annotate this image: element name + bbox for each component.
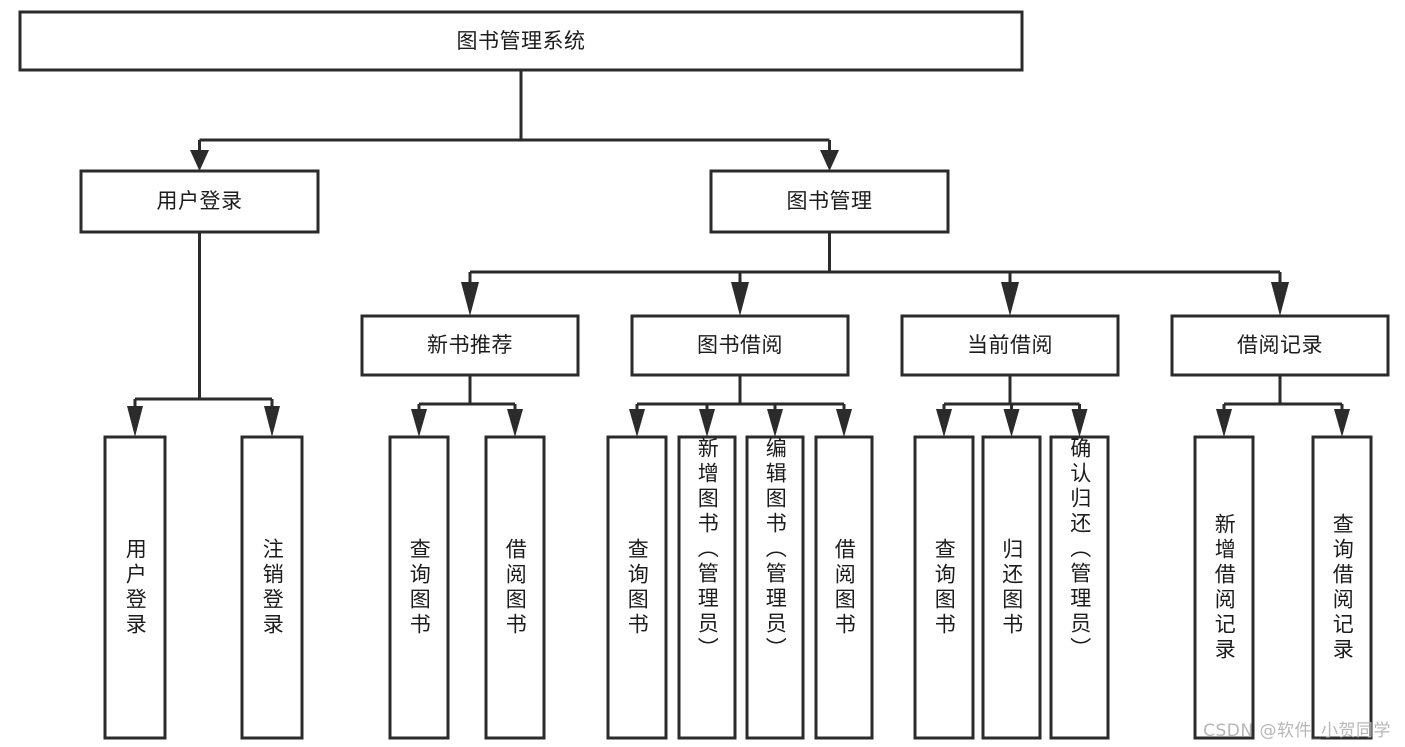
arrow-bookborrow-to-leaf2: [699, 409, 715, 437]
edges-layer: [127, 70, 1350, 437]
arrow-bookmanage-to-bookborrow: [731, 282, 749, 316]
node-current-borrow-label: 当前借阅: [967, 333, 1053, 357]
arrow-borrowrecord-to-leaf2: [1334, 409, 1350, 437]
node-book-manage[interactable]: 图书管理: [709, 169, 950, 234]
node-book-borrow-label: 图书借阅: [697, 333, 783, 357]
node-root[interactable]: 图书管理系统: [18, 10, 1024, 72]
arrow-currentborrow-to-leaf3: [1071, 409, 1088, 437]
node-leaf-add-book[interactable]: [677, 435, 737, 740]
arrow-userlogin-to-leaf2: [264, 406, 280, 437]
arrow-bookmanage-to-currentborrow: [1001, 282, 1019, 316]
node-leaf-logout[interactable]: [240, 435, 304, 740]
node-leaf-add-record[interactable]: [1193, 435, 1255, 740]
node-leaf-borrow-book-1[interactable]: [484, 435, 546, 740]
node-borrow-record-label: 借阅记录: [1237, 333, 1323, 357]
arrow-bookborrow-to-leaf3: [767, 409, 783, 437]
node-book-manage-label: 图书管理: [787, 189, 873, 213]
arrow-currentborrow-to-leaf2: [1003, 409, 1020, 437]
node-book-borrow[interactable]: 图书借阅: [630, 314, 850, 377]
arrow-bookmanage-to-newbook: [461, 282, 479, 316]
node-leaf-confirm-return[interactable]: [1049, 435, 1110, 740]
node-leaf-query-book-1[interactable]: [388, 435, 450, 740]
csdn-watermark: CSDN @软件_小贺同学: [1203, 721, 1391, 741]
arrow-bookborrow-to-leaf1: [629, 409, 645, 437]
arrow-bookmanage-to-borrowrecord: [1271, 282, 1289, 316]
node-leaf-return-book[interactable]: [981, 435, 1042, 740]
nodes-layer: 图书管理系统 用户登录 图书管理 新书推荐 图书借阅 当前: [18, 10, 1390, 740]
arrow-userlogin-to-leaf1: [127, 406, 143, 437]
node-user-login-label: 用户登录: [157, 189, 243, 213]
node-borrow-record[interactable]: 借阅记录: [1170, 314, 1390, 377]
node-leaf-borrow-book-2[interactable]: [814, 435, 874, 740]
arrow-currentborrow-to-leaf1: [936, 409, 952, 437]
arrow-borrowrecord-to-leaf1: [1216, 409, 1232, 437]
arrow-root-to-book-manage: [820, 150, 839, 171]
node-leaf-query-record[interactable]: [1311, 435, 1373, 740]
node-root-label: 图书管理系统: [457, 29, 586, 53]
arrow-bookborrow-to-leaf4: [836, 409, 852, 437]
node-leaf-edit-book[interactable]: [745, 435, 805, 740]
arrow-newbook-to-leaf2: [507, 409, 523, 437]
node-leaf-user-login[interactable]: [103, 435, 167, 740]
node-user-login[interactable]: 用户登录: [79, 169, 320, 234]
node-current-borrow[interactable]: 当前借阅: [900, 314, 1120, 377]
arrow-newbook-to-leaf1: [411, 409, 427, 437]
node-leaf-query-book-2[interactable]: [606, 435, 668, 740]
node-leaf-query-book-3[interactable]: [913, 435, 975, 740]
node-new-book-rec-label: 新书推荐: [427, 333, 513, 357]
node-new-book-rec[interactable]: 新书推荐: [360, 314, 580, 377]
arrow-root-to-user-login: [190, 150, 209, 171]
